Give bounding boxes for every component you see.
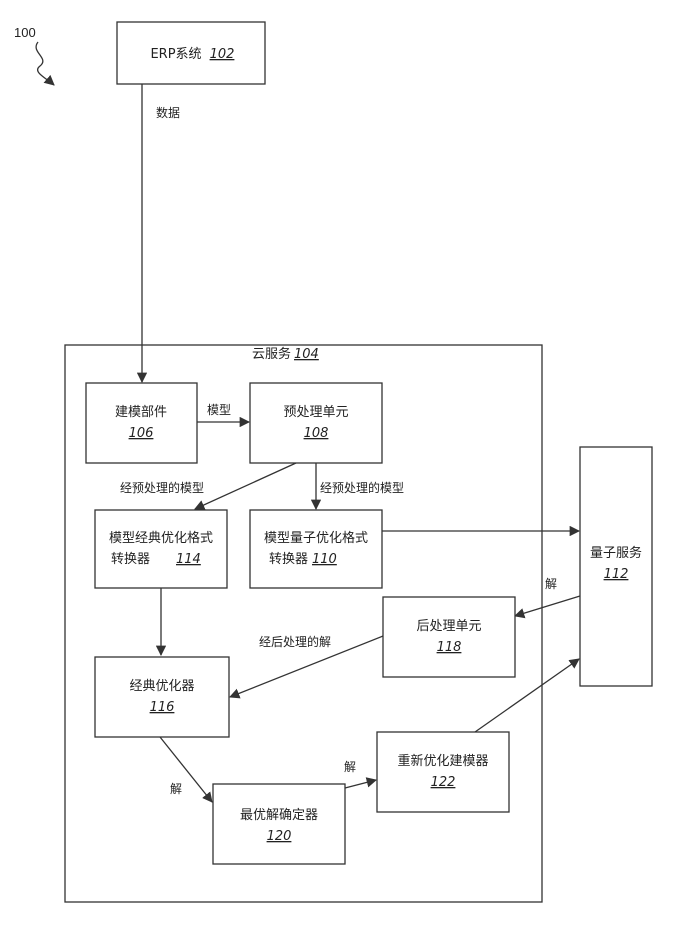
edge-label-solution-optimizer: 解 (170, 782, 182, 796)
postprocessing-unit-ref: 118 (437, 640, 462, 655)
edge-label-postprocessed-solution: 经后处理的解 (259, 634, 331, 649)
edge-preprocess-to-classical-converter (195, 463, 296, 509)
classical-format-converter-node: 模型经典优化格式 转换器 114 (95, 510, 227, 588)
edge-label-solution-determiner: 解 (344, 760, 356, 774)
modeling-component-ref: 106 (129, 426, 154, 441)
quantum-format-converter-node: 模型量子优化格式 转换器 110 (250, 510, 382, 588)
optimal-solution-determiner-node: 最优解确定器 120 (213, 784, 345, 864)
reoptimization-modeler-label: 重新优化建模器 (397, 753, 488, 769)
cloud-service-label: 云服务 (252, 346, 291, 362)
preprocessing-unit-node: 预处理单元 108 (250, 383, 382, 463)
erp-system-node: ERP系统 102 (117, 22, 265, 84)
erp-system-label: ERP系统 (150, 47, 201, 62)
cloud-service-ref: 104 (294, 347, 319, 362)
edge-label-preprocessed-model-right: 经预处理的模型 (320, 480, 404, 495)
quantum-converter-label-line2: 转换器 (269, 552, 308, 567)
edge-determiner-to-reoptimize (345, 780, 376, 788)
classical-converter-label-line2: 转换器 (111, 552, 150, 567)
classical-converter-ref: 114 (176, 552, 201, 567)
preprocessing-unit-ref: 108 (304, 426, 329, 441)
figure-number: 100 (14, 25, 36, 40)
classical-optimizer-label: 经典优化器 (129, 679, 194, 694)
edge-quantum-service-to-postprocess (515, 596, 580, 616)
erp-system-ref: 102 (210, 47, 235, 62)
classical-converter-label-line1: 模型经典优化格式 (109, 530, 213, 546)
edge-label-solution-quantum: 解 (545, 577, 557, 591)
edge-label-model: 模型 (207, 403, 231, 417)
quantum-converter-label-line1: 模型量子优化格式 (264, 530, 368, 546)
postprocessing-unit-node: 后处理单元 118 (383, 597, 515, 677)
edge-optimizer-to-determiner (160, 737, 212, 802)
classical-optimizer-node: 经典优化器 116 (95, 657, 229, 737)
quantum-service-label: 量子服务 (590, 545, 642, 561)
preprocessing-unit-label: 预处理单元 (283, 405, 348, 420)
quantum-converter-ref: 110 (312, 552, 337, 567)
figure-leader-line (36, 42, 54, 85)
edge-label-data: 数据 (156, 105, 180, 120)
quantum-service-node: 量子服务 112 (580, 447, 652, 686)
reoptimization-modeler-ref: 122 (431, 775, 456, 790)
reoptimization-modeler-node: 重新优化建模器 122 (377, 732, 509, 812)
modeling-component-node: 建模部件 106 (86, 383, 197, 463)
solution-determiner-label: 最优解确定器 (240, 808, 318, 823)
modeling-component-label: 建模部件 (115, 405, 167, 420)
postprocessing-unit-label: 后处理单元 (416, 619, 481, 634)
solution-determiner-ref: 120 (267, 829, 292, 844)
edge-label-preprocessed-model-left: 经预处理的模型 (120, 480, 204, 495)
classical-optimizer-ref: 116 (150, 700, 175, 715)
quantum-service-ref: 112 (604, 567, 629, 582)
